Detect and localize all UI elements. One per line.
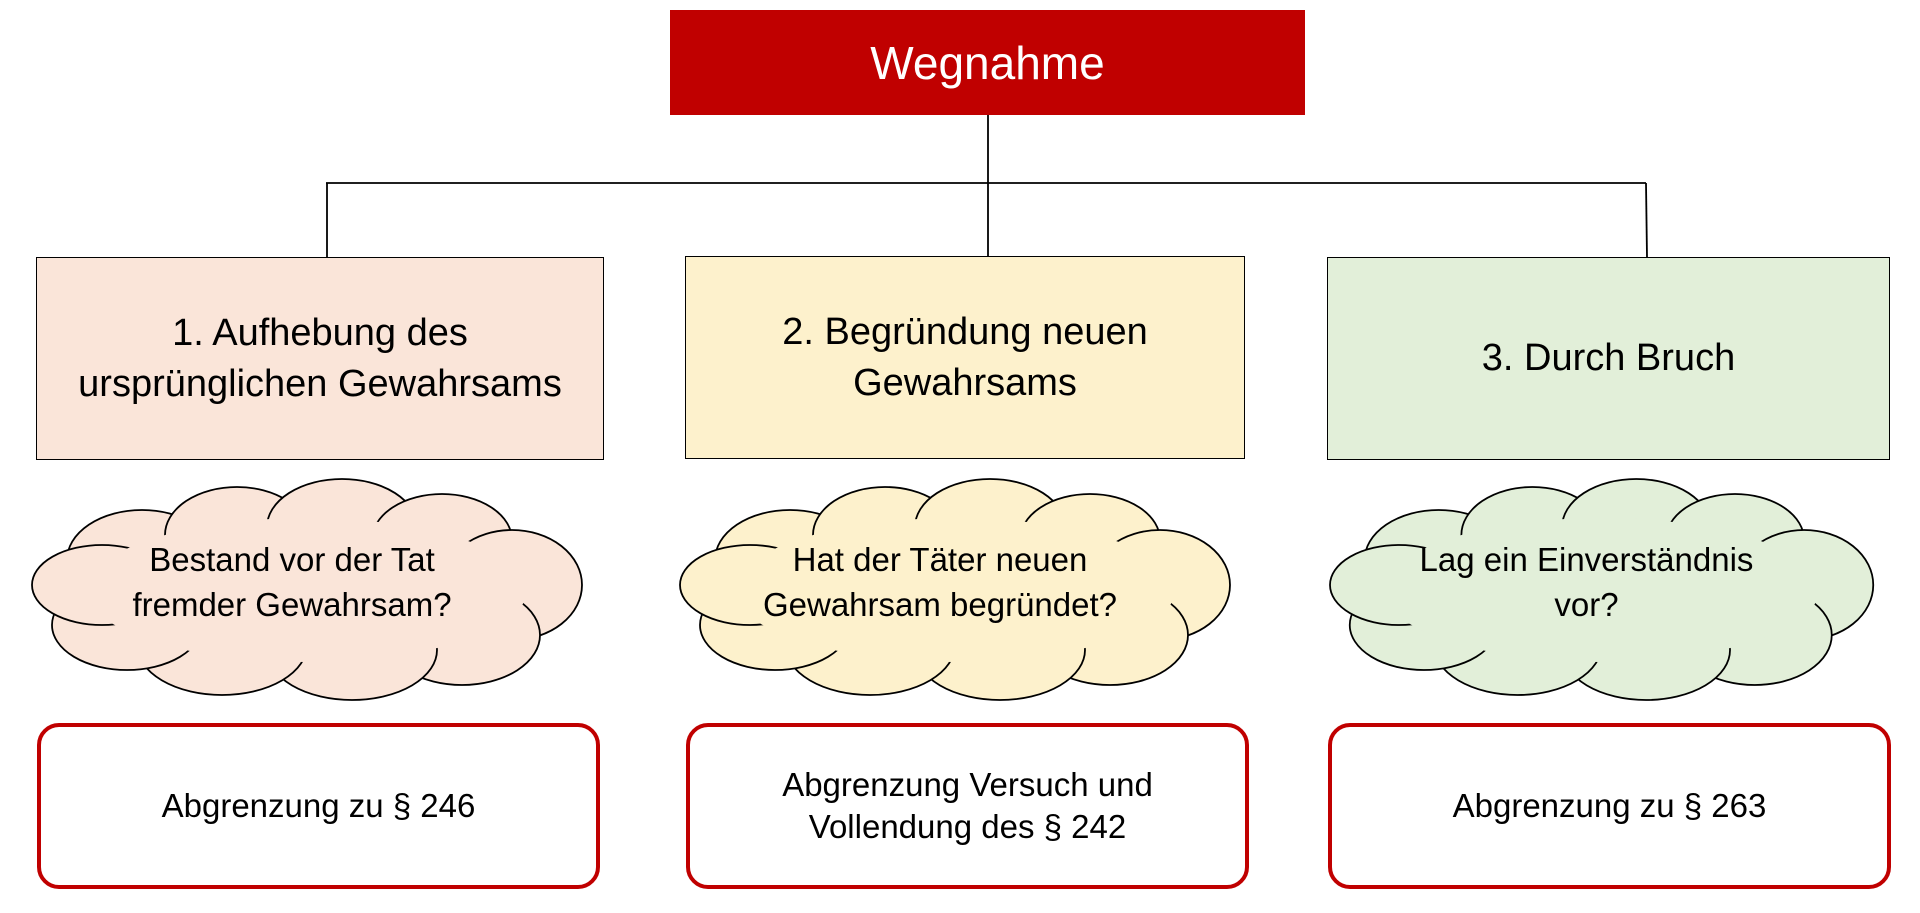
note-label-2: Abgrenzung Versuch und Vollendung des § … <box>782 765 1153 845</box>
pillar-label-1: 1. Aufhebung des ursprünglichen Gewahrsa… <box>78 312 562 405</box>
question-cloud-1: Bestand vor der Tat fremder Gewahrsam? <box>31 465 602 701</box>
note-box-1: Abgrenzung zu § 246 <box>37 723 600 889</box>
cloud-question-2: Hat der Täter neuen Gewahrsam begründet? <box>762 540 1118 623</box>
cloud-shape-2 <box>679 478 1231 701</box>
cloud-shape-3 <box>1329 478 1875 701</box>
connector-drop-3 <box>1645 182 1648 258</box>
note-label-3: Abgrenzung zu § 263 <box>1452 786 1767 824</box>
pillar-box-3: 3. Durch Bruch <box>1327 257 1890 460</box>
pillar-label-3: 3. Durch Bruch <box>1481 337 1736 380</box>
question-cloud-3: Lag ein Einverständnis vor? <box>1329 465 1893 701</box>
pillar-box-1: 1. Aufhebung des ursprünglichen Gewahrsa… <box>36 257 604 460</box>
pillar-label-2: 2. Begründung neuen Gewahrsams <box>782 311 1148 404</box>
note-box-3: Abgrenzung zu § 263 <box>1328 723 1891 889</box>
note-box-2: Abgrenzung Versuch und Vollendung des § … <box>686 723 1249 889</box>
cloud-question-1: Bestand vor der Tat fremder Gewahrsam? <box>132 540 452 623</box>
cloud-shape-1 <box>31 478 583 701</box>
cloud-question-3: Lag ein Einverständnis vor? <box>1419 540 1754 623</box>
question-cloud-2: Hat der Täter neuen Gewahrsam begründet? <box>679 465 1250 701</box>
note-label-1: Abgrenzung zu § 246 <box>161 786 476 824</box>
root-node-wegnahme: Wegnahme <box>670 10 1305 115</box>
pillar-box-2: 2. Begründung neuen Gewahrsams <box>685 256 1245 459</box>
root-label: Wegnahme <box>870 36 1105 89</box>
